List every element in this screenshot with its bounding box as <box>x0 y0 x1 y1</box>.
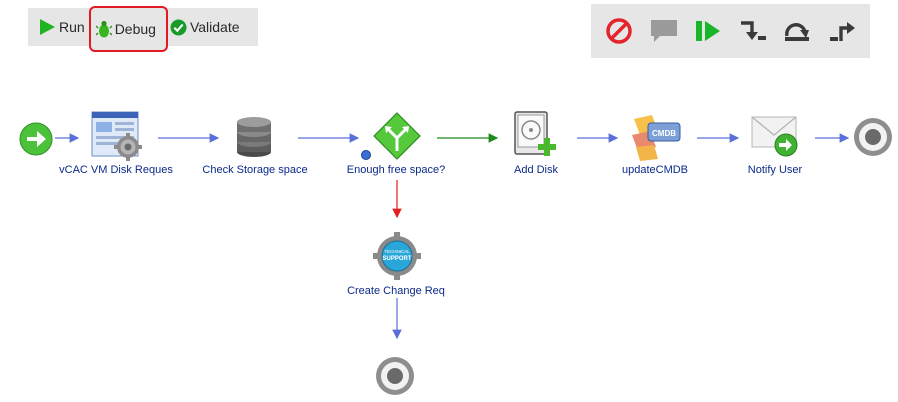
vcac-vm-disk-request-node[interactable] <box>90 110 144 167</box>
vcac-vm-disk-request-label: vCAC VM Disk Reques <box>59 164 173 176</box>
enough-free-space-label: Enough free space? <box>346 164 446 176</box>
create-change-request-label: Create Change Req <box>347 285 445 297</box>
update-cmdb-label: updateCMDB <box>621 164 689 176</box>
add-disk-label: Add Disk <box>513 164 559 176</box>
comment-button[interactable] <box>648 15 680 47</box>
resume-icon <box>696 21 721 41</box>
step-over-icon <box>785 23 810 41</box>
step-into-button[interactable] <box>737 15 769 47</box>
validate-button[interactable]: Validate <box>166 12 244 42</box>
support-icon-text-2: SUPPORT <box>382 256 411 262</box>
technical-support-gear-icon: TECHNICAL SUPPORT <box>373 232 421 280</box>
notify-user-label: Notify User <box>747 164 803 176</box>
end-node-change[interactable] <box>374 355 416 402</box>
step-into-icon <box>740 21 766 40</box>
stop-button[interactable] <box>603 15 635 47</box>
update-cmdb-node[interactable]: CMDB <box>628 111 684 168</box>
end-target-icon <box>854 118 892 156</box>
form-gear-icon <box>91 111 142 161</box>
support-icon-text-1: TECHNICAL <box>384 249 410 254</box>
decision-branch-icon <box>373 112 421 160</box>
check-circle-icon <box>170 19 187 35</box>
step-return-icon <box>829 22 855 41</box>
start-arrow-icon <box>19 122 53 156</box>
database-icon <box>237 117 271 157</box>
end-node-main[interactable] <box>852 116 894 163</box>
create-change-request-node[interactable]: TECHNICAL SUPPORT <box>372 232 422 285</box>
envelope-icon <box>751 116 798 157</box>
debug-button[interactable]: Debug <box>88 6 168 52</box>
comment-icon <box>650 20 677 42</box>
cmdb-icon-text: CMDB <box>652 129 676 138</box>
check-storage-space-label: Check Storage space <box>202 164 308 176</box>
step-over-button[interactable] <box>781 15 813 47</box>
stop-icon <box>606 18 632 44</box>
start-node[interactable] <box>19 122 53 161</box>
validate-label: Validate <box>189 19 240 35</box>
notify-user-node[interactable] <box>750 111 804 164</box>
bug-icon <box>95 20 112 38</box>
check-storage-space-node[interactable] <box>234 114 274 163</box>
disk-add-icon <box>514 111 556 156</box>
workflow-toolbar: Run Debug Validate <box>28 6 258 52</box>
resume-button[interactable] <box>692 15 724 47</box>
run-button[interactable]: Run <box>34 12 89 42</box>
play-icon <box>40 19 55 35</box>
breakpoint-dot-icon <box>361 150 371 160</box>
enough-free-space-decision-node[interactable] <box>361 111 424 168</box>
run-label: Run <box>59 19 85 35</box>
add-disk-node[interactable] <box>513 110 561 167</box>
debug-toolbar <box>591 4 870 58</box>
debug-label: Debug <box>114 21 156 37</box>
end-target-icon <box>376 357 414 395</box>
cmdb-icon: CMDB <box>632 115 681 161</box>
step-return-button[interactable] <box>826 15 858 47</box>
